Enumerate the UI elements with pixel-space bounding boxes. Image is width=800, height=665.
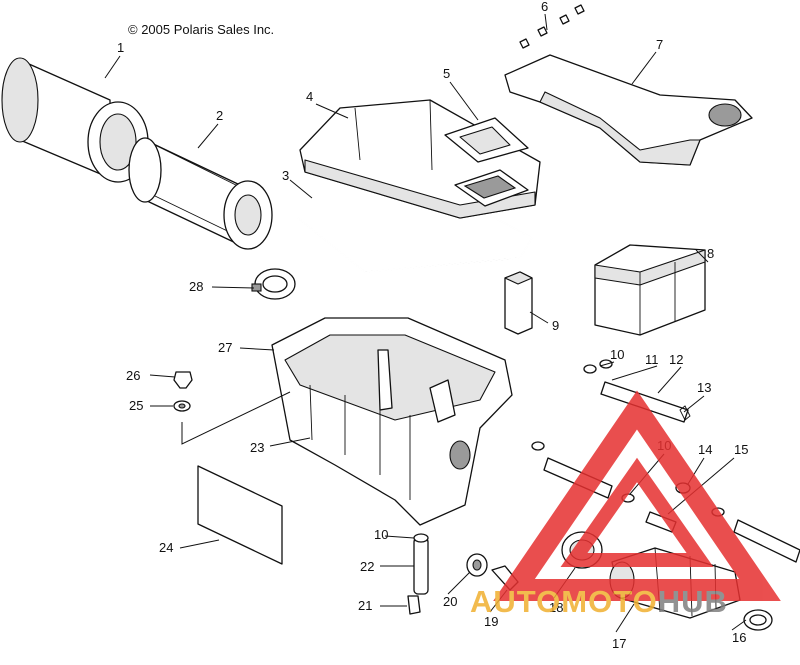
callout-3: 3 xyxy=(282,168,289,183)
watermark-triangle-inner-icon xyxy=(560,457,714,567)
part-28-clamp xyxy=(251,268,296,300)
part-24-decal xyxy=(197,465,283,565)
part-1-foam-prefilter xyxy=(1,57,149,183)
callout-8: 8 xyxy=(707,246,714,261)
part-6-screws xyxy=(519,4,585,49)
part-8-foam-block xyxy=(594,244,706,336)
part-22-drain-tube xyxy=(413,533,429,595)
callout-4: 4 xyxy=(306,89,313,104)
part-5-cover-plate xyxy=(444,117,529,163)
part-21-drain-clip xyxy=(407,595,421,615)
callout-22: 22 xyxy=(360,559,374,574)
callout-23: 23 xyxy=(250,440,264,455)
copyright-text: © 2005 Polaris Sales Inc. xyxy=(128,22,274,37)
callout-15: 15 xyxy=(734,442,748,457)
callout-12: 12 xyxy=(669,352,683,367)
watermark-logo: AUTOMOTOHUB xyxy=(470,390,781,619)
watermark-text: AUTOMOTOHUB xyxy=(470,584,728,619)
callout-27: 27 xyxy=(218,340,232,355)
part-10-caps xyxy=(531,359,725,517)
watermark-text-part-1: AUTOMOTO xyxy=(470,584,658,619)
callout-17: 17 xyxy=(612,636,626,651)
callout-10-b: 10 xyxy=(374,527,388,542)
callout-1: 1 xyxy=(117,40,124,55)
callout-2: 2 xyxy=(216,108,223,123)
callout-labels: 1 2 3 4 5 6 7 8 9 10 10 10 11 12 13 14 1… xyxy=(117,0,748,651)
part-26-grommet xyxy=(173,371,193,389)
part-23-airbox-body xyxy=(271,317,513,526)
part-16-clamp xyxy=(743,609,773,631)
callout-11: 11 xyxy=(645,352,659,367)
part-7-intake-duct xyxy=(504,54,753,166)
part-4-airbox-cover xyxy=(299,99,541,219)
callout-13: 13 xyxy=(697,380,711,395)
callout-5: 5 xyxy=(443,66,450,81)
callout-18: 18 xyxy=(549,600,563,615)
callout-21: 21 xyxy=(358,598,372,613)
watermark-text-part-2: HUB xyxy=(658,584,728,619)
callout-28: 28 xyxy=(189,279,203,294)
callout-19: 19 xyxy=(484,614,498,629)
callout-10-a: 10 xyxy=(610,347,624,362)
callout-24: 24 xyxy=(159,540,173,555)
watermark-triangle-outer-icon xyxy=(493,390,781,601)
callout-16: 16 xyxy=(732,630,746,645)
callout-6: 6 xyxy=(541,0,548,14)
part-20-plug xyxy=(466,553,488,577)
part-9-foam-strip xyxy=(504,271,533,335)
callout-26: 26 xyxy=(126,368,140,383)
part-2-filter-element xyxy=(128,137,273,250)
part-25-washer xyxy=(173,400,191,412)
callout-25: 25 xyxy=(129,398,143,413)
callout-14: 14 xyxy=(698,442,712,457)
callout-20: 20 xyxy=(443,594,457,609)
part-13-clip xyxy=(679,405,691,421)
callout-9: 9 xyxy=(552,318,559,333)
callout-7: 7 xyxy=(656,37,663,52)
